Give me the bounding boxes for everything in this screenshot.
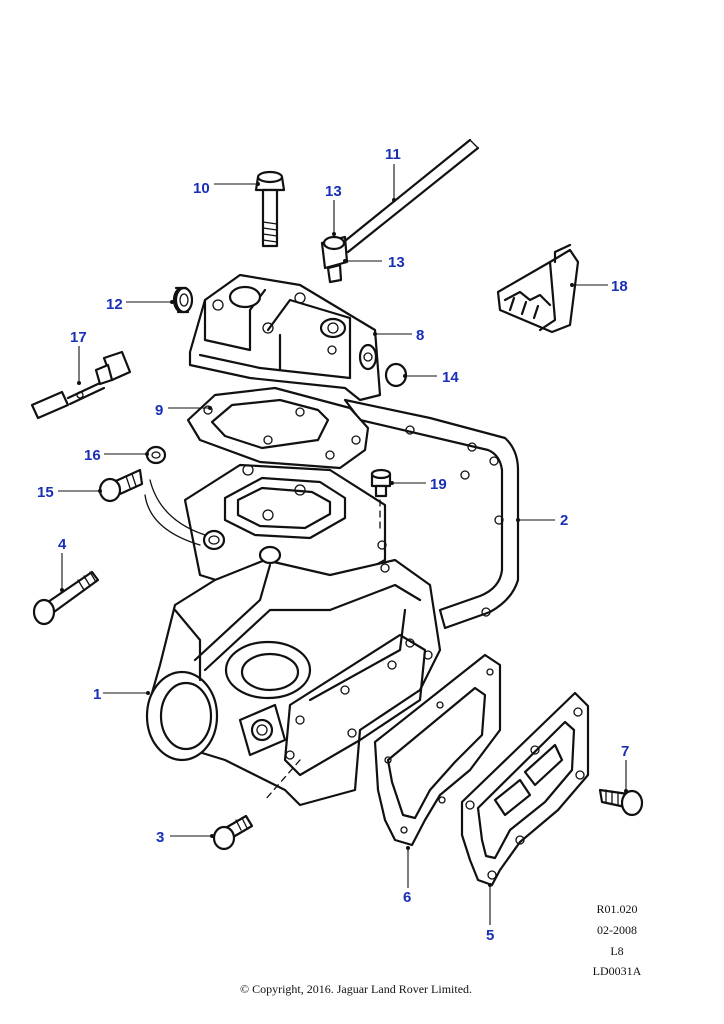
part-19-plug (370, 468, 392, 498)
part-14-o-ring (384, 362, 408, 388)
callout-17: 17 (70, 329, 87, 346)
ref-code: R01.020 (596, 902, 637, 916)
ref-level: L8 (610, 944, 623, 958)
callout-19: 19 (430, 476, 447, 493)
callout-12: 12 (106, 296, 123, 313)
part-9-gasket (186, 386, 370, 470)
part-18-clip (496, 243, 580, 334)
callout-1: 1 (93, 686, 101, 703)
part-13-fitting (320, 235, 349, 284)
part-3-bolt (212, 814, 254, 851)
callout-2: 2 (560, 512, 568, 529)
callout-13-lower: 13 (388, 254, 405, 271)
leader-lines (58, 164, 628, 925)
callout-9: 9 (155, 402, 163, 419)
part-16-washer (145, 445, 167, 465)
part-17-sensor (30, 350, 132, 420)
callout-5: 5 (486, 927, 494, 944)
part-1-housing (144, 463, 442, 807)
reference-block: R01.020 02-2008 L8 LD0031A (593, 902, 642, 978)
callout-13-upper: 13 (325, 183, 342, 200)
part-4-bolt (32, 570, 100, 626)
part-5-plate (460, 691, 590, 887)
part-12-seal (172, 286, 194, 314)
part-6-gasket (373, 653, 502, 847)
callout-6: 6 (403, 889, 411, 906)
callout-3: 3 (156, 829, 164, 846)
callout-10: 10 (193, 180, 210, 197)
part-15-bolt (98, 468, 144, 503)
callout-8: 8 (416, 327, 424, 344)
part-11-rod (338, 138, 480, 254)
part-7-bolt (598, 788, 644, 817)
part-10-bolt (254, 170, 286, 248)
part-2-plate (343, 398, 520, 630)
callout-15: 15 (37, 484, 54, 501)
callout-11: 11 (385, 146, 401, 163)
copyright-footer: © Copyright, 2016. Jaguar Land Rover Lim… (240, 982, 472, 996)
callout-4: 4 (58, 536, 67, 553)
part-8-top-cover (188, 273, 382, 402)
callout-labels: 1 2 3 4 5 6 7 8 9 10 11 12 13 13 14 15 1… (37, 146, 629, 944)
ref-drawing-number: LD0031A (593, 964, 642, 978)
callout-14: 14 (442, 369, 459, 386)
callout-7: 7 (621, 743, 629, 760)
callout-18: 18 (611, 278, 628, 295)
callout-16: 16 (84, 447, 101, 464)
ref-date: 02-2008 (597, 923, 637, 937)
